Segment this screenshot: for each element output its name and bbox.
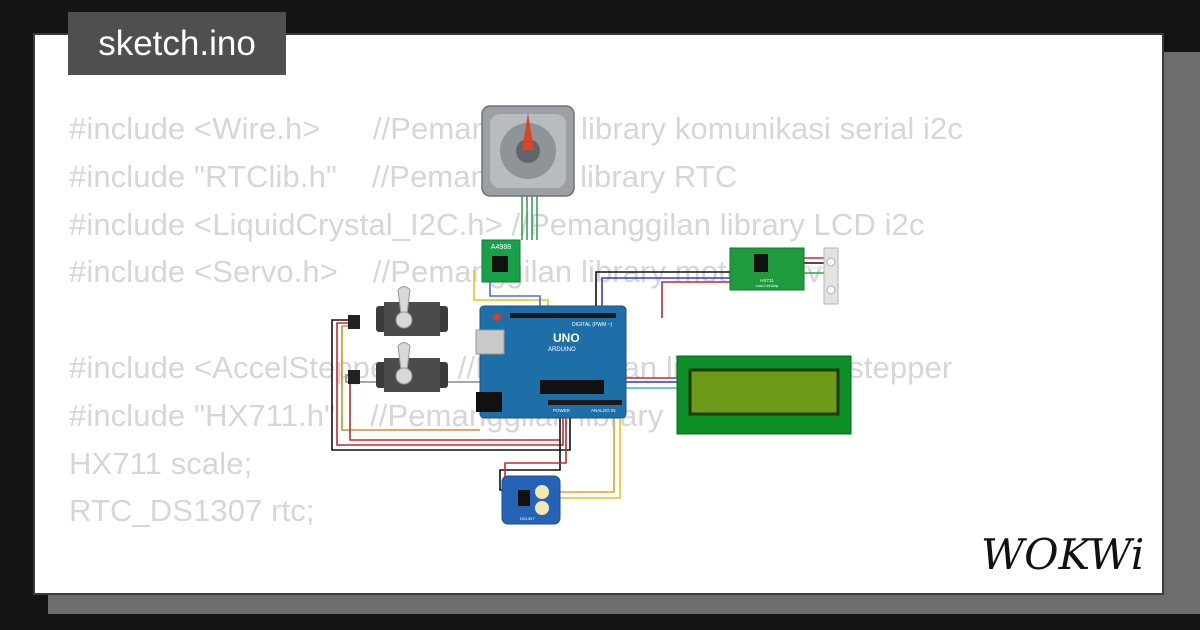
code-line: #include <Wire.h> //Pemanggilan library … — [69, 111, 963, 146]
code-line: RTC_DS1307 rtc; — [69, 493, 315, 529]
code-line: const int LOADCELL_DOUT_PIN = 3; //Memas… — [69, 583, 1077, 593]
board-digital-label: DIGITAL (PWM ~) — [572, 322, 612, 328]
wokwi-logo: WOKWi — [981, 530, 1144, 579]
a4988-driver[interactable]: A4988 — [481, 239, 521, 283]
lcd-display[interactable] — [676, 355, 852, 435]
code-background: #include <Wire.h> //Pemanggilan library … — [69, 105, 1077, 593]
board-brand-label: ARDUINO — [548, 347, 576, 353]
board-power-label: POWER — [553, 408, 571, 413]
stepper-motor[interactable] — [481, 105, 575, 197]
sketch-filename-tag: sketch.ino — [68, 12, 286, 75]
servo-motor-bottom[interactable] — [348, 342, 448, 393]
servo-motor-top[interactable] — [348, 286, 448, 337]
rtc-module[interactable]: DS1307 — [501, 475, 561, 525]
arduino-uno[interactable]: DIGITAL (PWM ~) UNO ARDUINO POWER ANALOG… — [475, 305, 627, 419]
hx711-label: HX711 — [760, 278, 774, 283]
hx711-sublabel: Load Cell Amp — [756, 284, 779, 288]
code-line: HX711 scale; — [69, 445, 253, 481]
load-cell[interactable] — [823, 247, 839, 305]
board-analog-label: ANALOG IN — [591, 408, 616, 413]
code-line: #include "HX711.h" //Pemanggilan library — [69, 397, 664, 433]
code-line: #include <LiquidCrystal_I2C.h> //Pemangg… — [69, 206, 925, 242]
rtc-label: DS1307 — [520, 516, 535, 521]
hx711-module[interactable]: HX711 Load Cell Amp — [729, 247, 805, 291]
wokwi-logo-text: WOKWi — [981, 530, 1144, 579]
driver-label: A4988 — [491, 244, 511, 251]
board-uno-label: UNO — [553, 331, 580, 345]
